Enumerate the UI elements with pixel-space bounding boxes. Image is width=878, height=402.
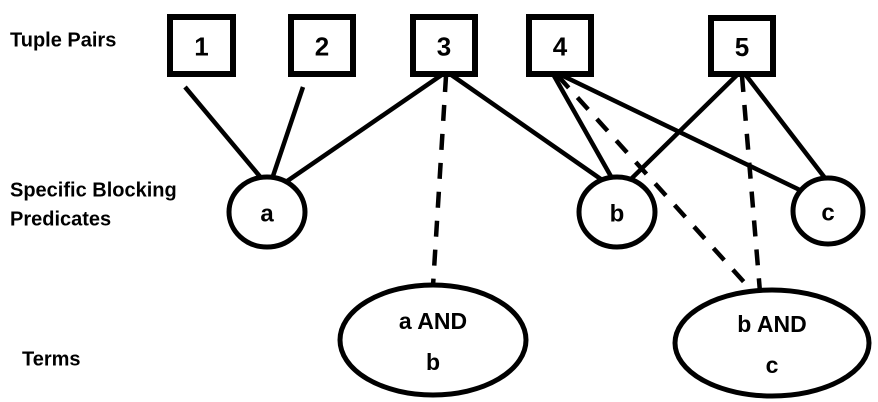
term-label-a-and-b-line2: b: [426, 349, 440, 375]
tuple-pair-label-5: 5: [735, 32, 749, 62]
predicate-node-a[interactable]: a: [226, 174, 308, 250]
edge-tuple3-to-predicate-a: [278, 72, 445, 188]
predicate-circle-b[interactable]: [576, 174, 658, 250]
edge-tuple2-to-predicate-a: [269, 86, 306, 180]
edge-tuple3-to-predicate-b: [448, 72, 607, 184]
edge-tuple4-to-predicate-c: [558, 71, 805, 195]
tuple-pair-label-2: 2: [315, 32, 329, 62]
tuple-pair-box-4[interactable]: [526, 14, 594, 77]
edge-tuple3-to-term-a-and-b: [430, 75, 449, 287]
term-ellipse-b-and-c[interactable]: [672, 287, 872, 399]
tuple-pair-box-3[interactable]: [410, 14, 478, 77]
tuple-pair-layer: 1 2 3 4 5: [167, 14, 776, 77]
tuple-pair-box-5[interactable]: [708, 15, 776, 77]
row-label-tuple-pairs: Tuple Pairs: [10, 29, 116, 51]
term-node-a-and-b[interactable]: a AND b: [337, 282, 529, 398]
term-label-b-and-c-line1: b AND: [737, 311, 806, 337]
predicate-layer: a b c: [226, 174, 866, 250]
tuple-pair-label-4: 4: [553, 32, 568, 62]
predicate-label-a: a: [260, 201, 274, 228]
edge-tuple5-to-predicate-c: [743, 72, 827, 180]
term-node-b-and-c[interactable]: b AND c: [672, 287, 872, 399]
row-label-layer: Tuple Pairs Specific Blocking Predicates…: [10, 29, 177, 370]
predicate-circle-a[interactable]: [226, 174, 308, 250]
row-label-specific-blocking-predicates-line2: Predicates: [10, 208, 111, 230]
tuple-pair-box-2[interactable]: [288, 14, 356, 77]
row-label-terms: Terms: [22, 348, 81, 370]
edge-tuple1-to-predicate-a: [183, 85, 264, 181]
row-label-specific-blocking-predicates-line1: Specific Blocking: [10, 179, 177, 201]
tuple-pair-node-1[interactable]: 1: [167, 14, 236, 77]
tuple-pair-box-1[interactable]: [167, 14, 236, 77]
edge-tuple4-to-term-b-and-c: [556, 74, 755, 294]
tuple-pair-label-3: 3: [437, 32, 451, 62]
edge-tuple5-to-term-b-and-c: [739, 75, 763, 293]
term-label-a-and-b-line1: a AND: [399, 308, 467, 334]
tuple-pair-label-1: 1: [194, 32, 208, 62]
tuple-pair-node-5[interactable]: 5: [708, 15, 776, 77]
edge-tuple4-to-predicate-b: [551, 72, 615, 182]
edge-layer: [183, 71, 827, 294]
tuple-pair-node-4[interactable]: 4: [526, 14, 594, 77]
term-ellipse-a-and-b[interactable]: [337, 282, 529, 398]
predicate-label-c: c: [821, 200, 834, 227]
tuple-pair-node-2[interactable]: 2: [288, 14, 356, 77]
predicate-node-b[interactable]: b: [576, 174, 658, 250]
predicate-label-b: b: [610, 201, 625, 228]
term-layer: a AND b b AND c: [337, 282, 872, 399]
tuple-pair-node-3[interactable]: 3: [410, 14, 478, 77]
predicate-node-c[interactable]: c: [790, 175, 866, 247]
term-label-b-and-c-line2: c: [766, 352, 779, 378]
edge-tuple5-to-predicate-b: [626, 72, 740, 184]
predicate-circle-c[interactable]: [790, 175, 866, 247]
